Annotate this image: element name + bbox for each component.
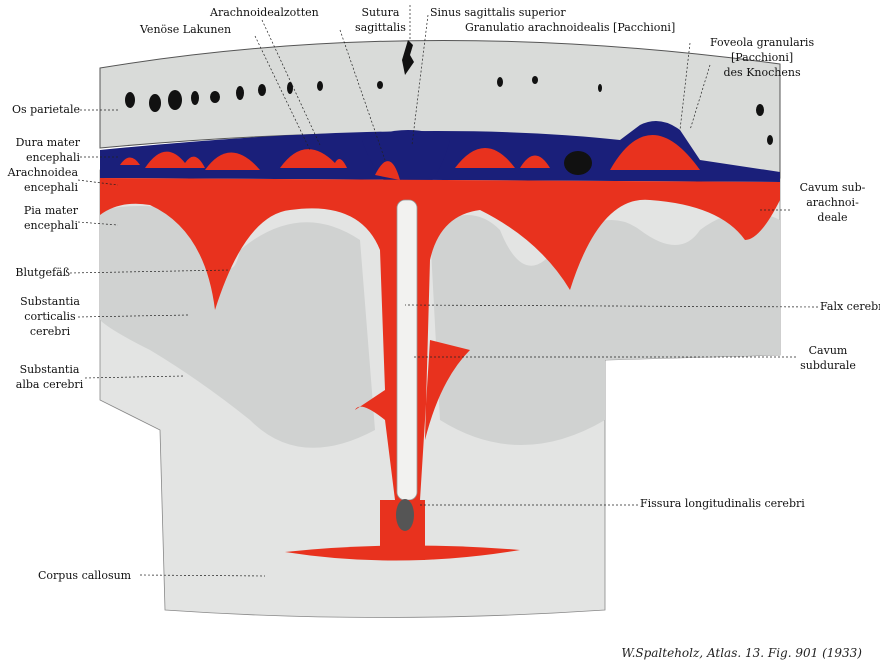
label-line: encephali	[26, 151, 80, 164]
label-line: Venöse Lakunen	[140, 23, 232, 36]
label-line: subdurale	[800, 359, 856, 372]
arachnoid-granulations	[120, 135, 700, 180]
label-line: Cavum sub-	[799, 181, 866, 194]
label-sinus-sagittalis-superior: Sinus sagittalis superior	[430, 5, 566, 20]
label-line: sagittalis	[355, 21, 406, 34]
label-foveola: Foveola granularis [Pacchioni] des Knochen…	[710, 35, 814, 80]
label-cavum-subarachnoideale: Cavum sub-arachnoi-deale	[795, 180, 870, 225]
label-line: cerebri	[29, 325, 71, 338]
label-line: Os parietale	[11, 103, 80, 116]
label-line: encephali	[24, 219, 78, 232]
fissura-vessel	[396, 499, 414, 531]
label-os-parietale: Os parietale	[12, 102, 80, 117]
bone-lacunae	[125, 40, 773, 145]
label-line: [Pacchioni]	[730, 51, 794, 64]
label-granulatio: Granulatio arachnoidealis [Pacchioni]	[465, 20, 675, 35]
label-line: Foveola granularis	[710, 36, 815, 49]
label-pia-mater: Pia mater encephali	[24, 203, 78, 233]
label-line: deale	[817, 211, 848, 224]
label-fissura: Fissura longitudinalis cerebri	[640, 496, 805, 511]
label-venoese-lakunen: Venöse Lakunen	[140, 22, 231, 37]
label-line: Falx cerebri	[820, 300, 880, 313]
label-arachnoidealzotten: Arachnoidealzotten	[210, 5, 319, 20]
label-line: Substantia	[20, 295, 80, 308]
leader-lines	[69, 5, 819, 577]
label-dura-mater: Dura mater encephali	[16, 135, 80, 165]
label-substantia-corticalis: Substantia corticalis cerebri	[15, 294, 85, 339]
cortex	[100, 206, 375, 448]
label-line: Pia mater	[23, 204, 78, 217]
cortex-right	[430, 212, 780, 445]
label-corpus-callosum: Corpus callosum	[38, 568, 131, 583]
vessel-lumen	[564, 151, 592, 175]
label-blutgefaess: Blutgefäß	[15, 265, 70, 280]
label-line: Arachnoidea	[7, 166, 78, 179]
falx-cerebri	[396, 199, 418, 501]
label-line: Granulatio arachnoidealis [Pacchioni]	[465, 21, 676, 34]
label-falx-cerebri: Falx cerebri	[820, 299, 880, 314]
label-line: Sutura	[361, 6, 400, 19]
label-line: Corpus callosum	[38, 569, 132, 582]
label-line: Dura mater	[15, 136, 80, 149]
label-line: Sinus sagittalis superior	[430, 6, 566, 19]
figure-caption: W.Spalteholz, Atlas. 13. Fig. 901 (1933)	[621, 646, 862, 660]
label-arachnoidea: Arachnoidea encephali	[8, 165, 78, 195]
label-line: Substantia	[19, 363, 80, 376]
label-line: Cavum	[808, 344, 848, 357]
label-line: encephali	[24, 181, 78, 194]
label-sutura-sagittalis: Sutura sagittalis	[355, 5, 406, 35]
label-line: Fissura longitudinalis cerebri	[640, 497, 805, 510]
label-line: des Knochens	[723, 66, 801, 79]
label-line: Blutgefäß	[15, 266, 70, 279]
label-substantia-alba: Substantia alba cerebri	[12, 362, 87, 392]
label-cavum-subdurale: Cavum subdurale	[798, 343, 858, 373]
subarachnoid-space	[100, 178, 780, 500]
label-line: alba cerebri	[15, 378, 84, 391]
label-line: Arachnoidealzotten	[210, 6, 319, 19]
label-line: corticalis	[24, 310, 76, 323]
label-line: arachnoi-	[806, 196, 859, 209]
